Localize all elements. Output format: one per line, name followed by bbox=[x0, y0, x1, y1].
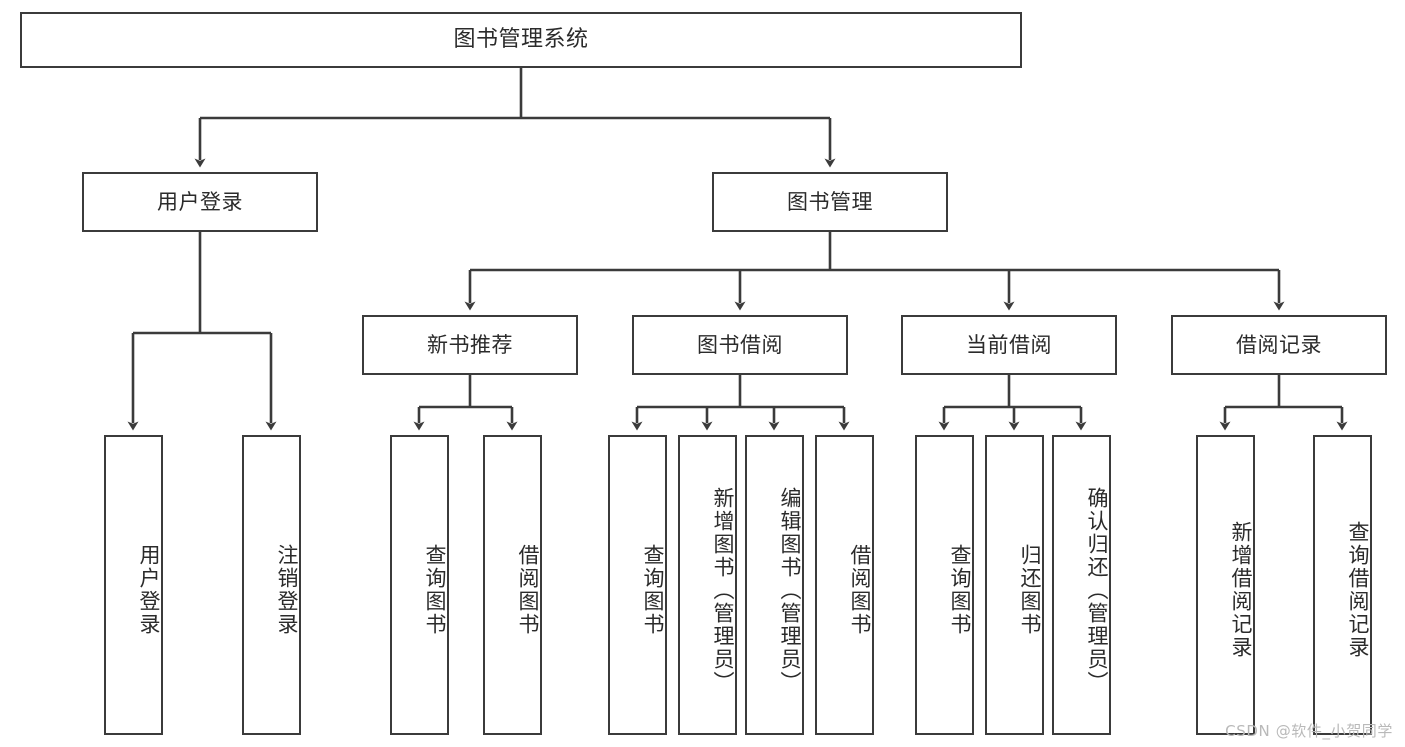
node-label: 新增图书（管理员） bbox=[711, 486, 735, 694]
leaf-new-book-borrow[interactable]: 借阅图书 bbox=[483, 435, 542, 735]
node-root-system[interactable]: 图书管理系统 bbox=[20, 12, 1022, 68]
node-label: 编辑图书（管理员） bbox=[778, 486, 802, 694]
node-label: 查询借阅记录 bbox=[1346, 521, 1370, 659]
node-book-management[interactable]: 图书管理 bbox=[712, 172, 948, 232]
node-new-book-recommend[interactable]: 新书推荐 bbox=[362, 315, 578, 375]
node-label: 查询图书 bbox=[641, 544, 665, 636]
watermark: CSDN @软件_小贺同学 bbox=[1225, 722, 1393, 740]
leaf-new-book-query[interactable]: 查询图书 bbox=[390, 435, 449, 735]
node-book-borrow[interactable]: 图书借阅 bbox=[632, 315, 848, 375]
node-label: 新书推荐 bbox=[427, 332, 513, 357]
node-label: 确认归还（管理员） bbox=[1085, 486, 1109, 694]
node-label: 用户登录 bbox=[157, 189, 243, 214]
node-label: 借阅图书 bbox=[516, 544, 540, 636]
node-label: 注销登录 bbox=[275, 544, 299, 636]
node-label: 当前借阅 bbox=[966, 332, 1052, 357]
leaf-current-borrow-confirm[interactable]: 确认归还（管理员） bbox=[1052, 435, 1111, 735]
leaf-user-login-signout[interactable]: 注销登录 bbox=[242, 435, 301, 735]
node-label: 图书借阅 bbox=[697, 332, 783, 357]
node-current-borrow[interactable]: 当前借阅 bbox=[901, 315, 1117, 375]
node-label: 归还图书 bbox=[1018, 544, 1042, 636]
node-user-login[interactable]: 用户登录 bbox=[82, 172, 318, 232]
leaf-book-borrow-add[interactable]: 新增图书（管理员） bbox=[678, 435, 737, 735]
node-label: 用户登录 bbox=[137, 544, 161, 636]
node-label: 查询图书 bbox=[423, 544, 447, 636]
leaf-borrow-record-query[interactable]: 查询借阅记录 bbox=[1313, 435, 1372, 735]
leaf-current-borrow-query[interactable]: 查询图书 bbox=[915, 435, 974, 735]
node-label: 借阅记录 bbox=[1236, 332, 1322, 357]
node-label: 图书管理系统 bbox=[453, 27, 589, 53]
leaf-borrow-record-add[interactable]: 新增借阅记录 bbox=[1196, 435, 1255, 735]
leaf-current-borrow-return[interactable]: 归还图书 bbox=[985, 435, 1044, 735]
node-borrow-record[interactable]: 借阅记录 bbox=[1171, 315, 1387, 375]
node-label: 新增借阅记录 bbox=[1229, 521, 1253, 659]
leaf-book-borrow-query[interactable]: 查询图书 bbox=[608, 435, 667, 735]
node-label: 借阅图书 bbox=[848, 544, 872, 636]
leaf-book-borrow-edit[interactable]: 编辑图书（管理员） bbox=[745, 435, 804, 735]
node-label: 图书管理 bbox=[787, 189, 873, 214]
node-label: 查询图书 bbox=[948, 544, 972, 636]
leaf-book-borrow-lend[interactable]: 借阅图书 bbox=[815, 435, 874, 735]
leaf-user-login-signin[interactable]: 用户登录 bbox=[104, 435, 163, 735]
